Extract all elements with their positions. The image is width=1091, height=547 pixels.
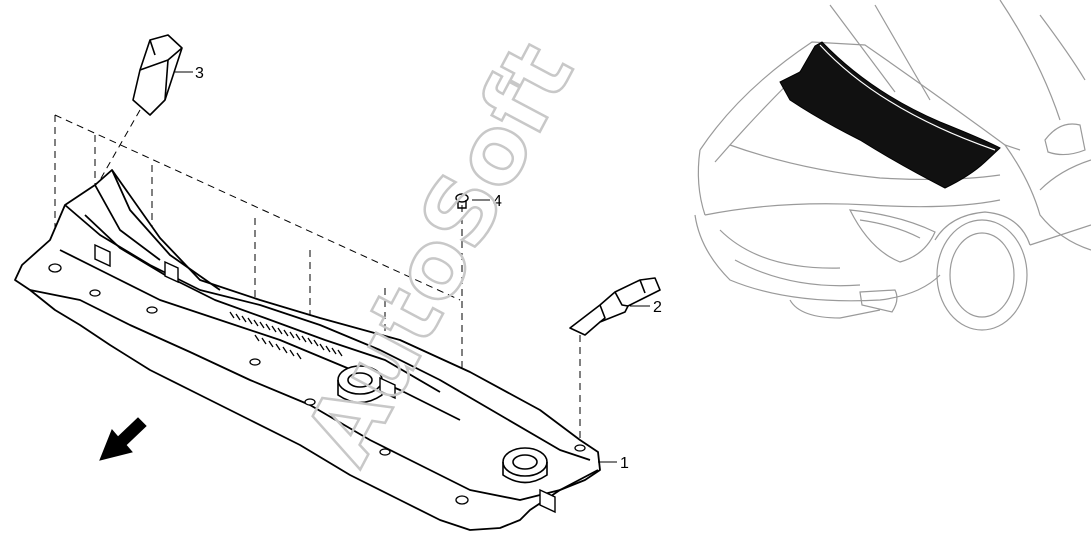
cowl-drain-openings [337, 365, 548, 484]
part-2-bracket [569, 277, 661, 336]
callout-leaders [175, 71, 650, 463]
panel-tabs [94, 243, 556, 514]
callout-2: 2 [653, 299, 662, 316]
callout-4: 4 [493, 193, 502, 210]
part-3-bracket [132, 34, 183, 116]
part-4-clip [455, 193, 469, 209]
callout-3: 3 [195, 65, 204, 82]
front-direction-arrow-icon [99, 417, 147, 461]
highlighted-cowl-cover [779, 41, 1001, 189]
cowl-vent-slots [229, 311, 343, 360]
mounting-holes [48, 263, 586, 505]
callout-1: 1 [620, 455, 629, 472]
car-front-illustration [694, 0, 1091, 331]
part-1-cowl-panel [14, 169, 601, 531]
